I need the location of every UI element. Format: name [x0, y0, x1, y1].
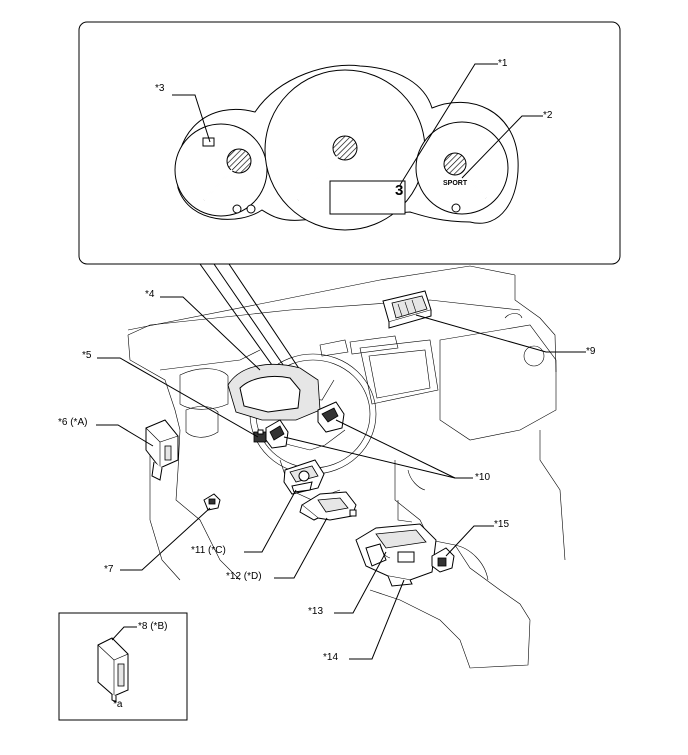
leader-6	[96, 424, 154, 447]
callout-10: *10	[475, 472, 491, 483]
combination-meter	[174, 64, 519, 231]
callout-7: *7	[104, 564, 114, 575]
leader-10a	[335, 419, 456, 479]
part-6-ecu	[145, 419, 179, 481]
callout-14: *14	[323, 652, 339, 663]
part-11-spiral-cable	[283, 459, 325, 495]
callout-9: *9	[586, 346, 596, 357]
callout-2: *2	[543, 110, 553, 121]
leader-13	[334, 551, 387, 614]
leader-3	[172, 94, 211, 143]
leader-1	[399, 63, 498, 186]
vehicle-interior	[127, 265, 566, 669]
leader-11	[244, 489, 297, 553]
part-10-switches	[265, 401, 345, 449]
leader-15	[445, 525, 494, 557]
callout-4: *4	[145, 289, 155, 300]
part-12-bracket	[299, 491, 357, 521]
sport-indicator-text: SPORT	[443, 180, 468, 187]
leader-12	[274, 517, 328, 579]
leader-14	[349, 579, 405, 660]
leader-4	[160, 296, 261, 371]
callout-15: *15	[494, 519, 510, 530]
callout-5: *5	[82, 350, 92, 361]
part-9-module	[382, 290, 432, 329]
callout-12: *12 (*D)	[226, 571, 262, 582]
leader-5	[97, 357, 259, 438]
leader-2	[461, 115, 543, 179]
inset-box	[58, 612, 188, 721]
meter-display-digit: 3	[395, 182, 404, 199]
callout-11: *11 (*C)	[191, 545, 226, 556]
callout-6: *6 (*A)	[58, 417, 88, 428]
callout-a: *a	[113, 699, 123, 710]
callout-3: *3	[155, 83, 165, 94]
leader-9	[415, 314, 586, 353]
part-7-connector	[203, 493, 221, 511]
callout-13: *13	[308, 606, 324, 617]
leader-10b	[283, 436, 456, 479]
callout-8: *8 (*B)	[138, 621, 168, 632]
leader-8	[111, 626, 137, 641]
callout-1: *1	[498, 58, 508, 69]
leader-7	[120, 507, 211, 571]
part-13-shift-assy	[355, 523, 437, 587]
